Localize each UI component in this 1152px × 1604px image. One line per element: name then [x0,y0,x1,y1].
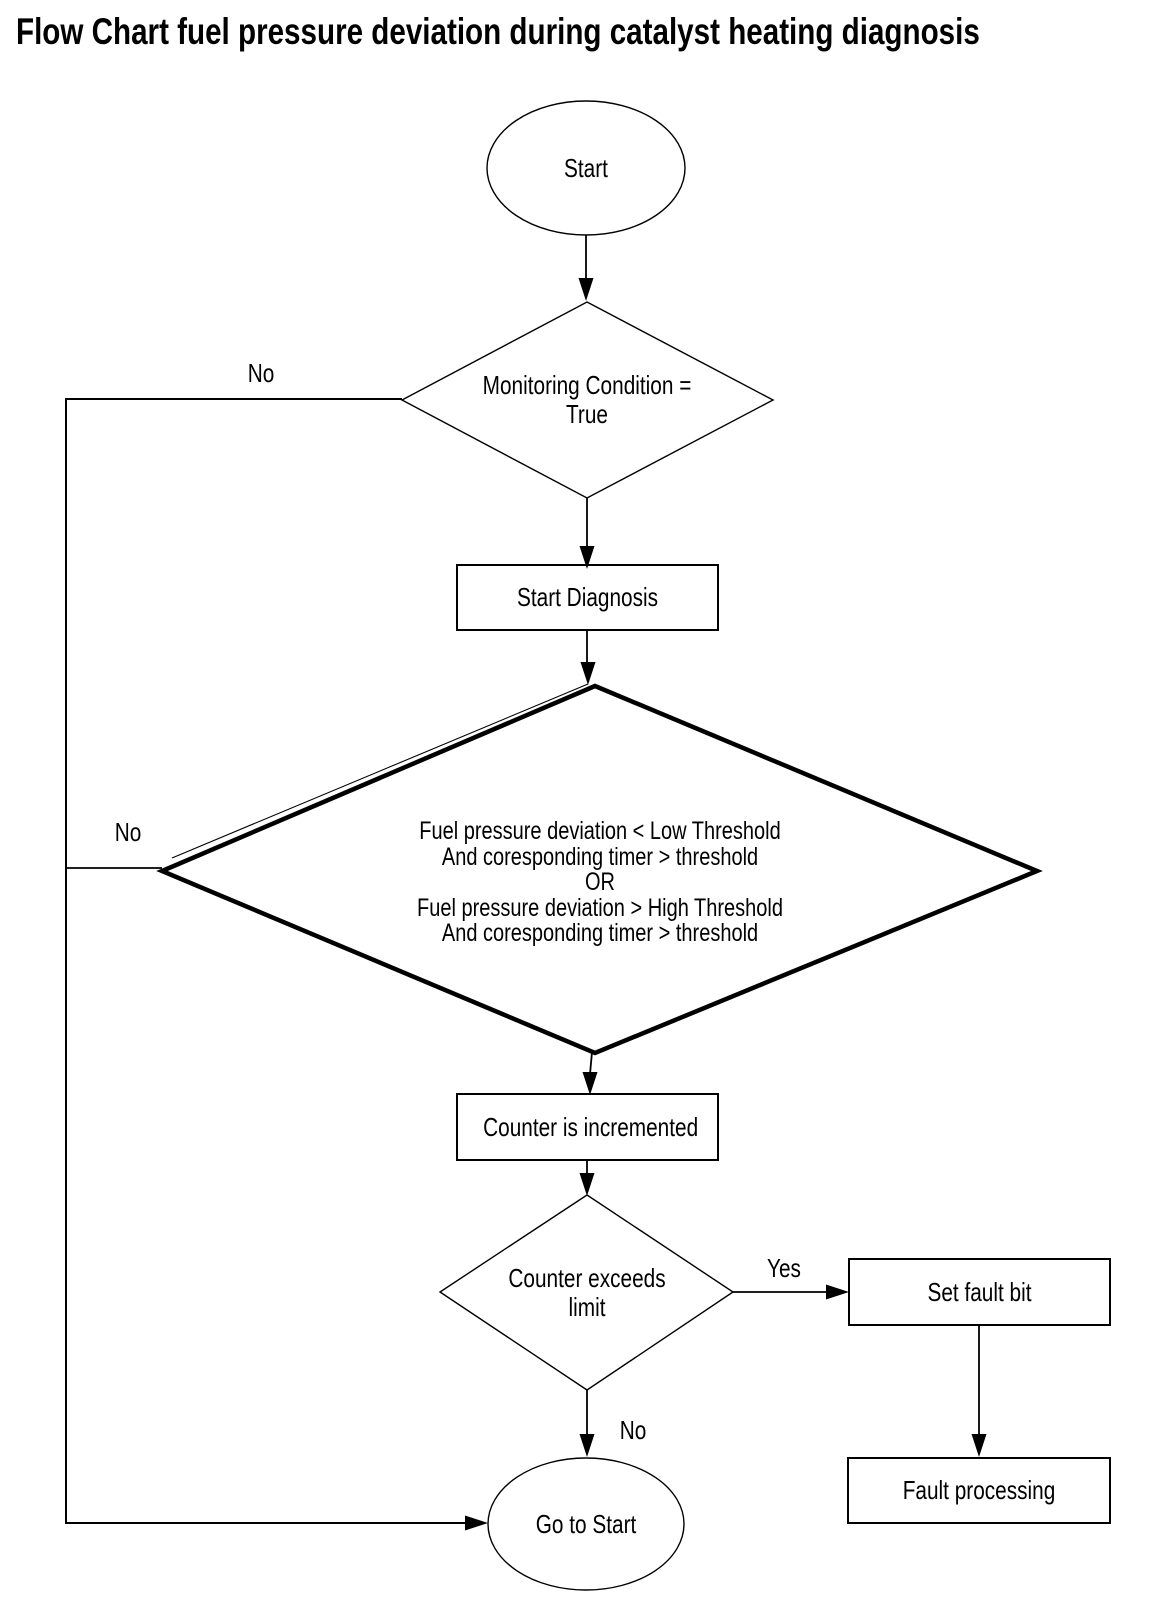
edge-label-pressure-no: No [114,817,142,847]
go-to-start-terminator-shape [487,1457,685,1591]
arrowhead-into-counter-incremented [582,1072,598,1095]
arrowhead-into-fault-processing [971,1434,987,1457]
counter-decision-line2: limit [568,1291,606,1322]
start-diagnosis-label: Start Diagnosis [516,582,659,612]
pressure-decision-label: Fuel pressure deviation < Low Threshold … [356,817,844,947]
edge-label-counter-yes: Yes [767,1253,801,1283]
counter-incremented-label: Counter is incremented [483,1112,699,1142]
pressure-decision-line4: Fuel pressure deviation > High Threshold [417,893,783,922]
edge-label-monitoring-no: No [247,358,275,388]
arrowhead-into-go-to-start-left [465,1515,488,1531]
start-label: Start [564,153,608,183]
edge-label-counter-no: No [619,1415,647,1445]
set-fault-bit-label: Set fault bit [927,1277,1032,1307]
arrowhead-into-limit-decision [579,1173,595,1196]
pressure-decision-thin-edge-line [171,683,589,859]
connector-pressure-to-counter [589,1051,593,1075]
arrowhead-into-start-diagnosis [579,546,595,569]
arrowhead-into-set-fault-bit [826,1284,849,1300]
fault-processing-label: Fault processing [902,1475,1056,1505]
go-to-start-label: Go to Start [535,1509,637,1539]
pressure-decision-shape [156,683,1043,1056]
pressure-decision-line1: Fuel pressure deviation < Low Threshold [419,817,781,845]
monitoring-decision-line1: Monitoring Condition = [482,370,692,400]
monitoring-decision-label: Monitoring Condition = True [467,371,707,428]
arrowhead-into-go-to-start-top [579,1434,595,1457]
pressure-decision-line2: And coresponding timer > threshold [441,842,759,871]
pressure-decision-line3: OR [585,868,615,896]
arrowhead-into-pressure-decision [580,662,596,685]
fault-processing-shape [847,1457,1111,1524]
counter-decision-line1: Counter exceeds [508,1263,666,1293]
monitoring-decision-line2: True [566,398,608,429]
pressure-decision-line5: And coresponding timer > threshold [441,919,759,947]
counter-decision-label: Counter exceeds limit [467,1264,707,1321]
page-title: Flow Chart fuel pressure deviation durin… [16,11,980,52]
arrowhead-into-monitoring [578,278,594,301]
connector-monitoring-no-loop [65,398,470,1524]
